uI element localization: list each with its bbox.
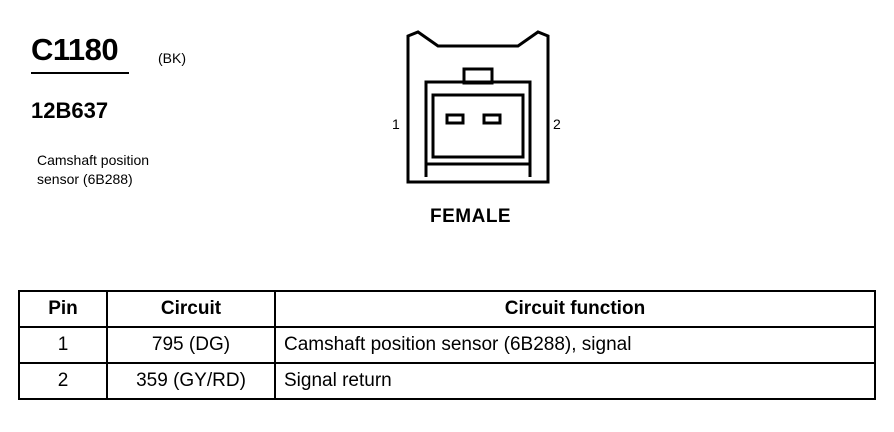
table-row: 1 795 (DG) Camshaft position sensor (6B2… bbox=[18, 326, 876, 364]
function-cell: Camshaft position sensor (6B288), signal bbox=[274, 326, 876, 364]
header-circuit: Circuit bbox=[106, 290, 276, 328]
terminal-block-inner bbox=[431, 93, 525, 159]
header-pin: Pin bbox=[18, 290, 108, 328]
table-header-row: Pin Circuit Circuit function bbox=[18, 290, 876, 328]
table-row: 2 359 (GY/RD) Signal return bbox=[18, 362, 876, 400]
connector-housing-outline bbox=[406, 30, 550, 184]
view-label: FEMALE bbox=[430, 206, 512, 227]
connector-id-underline bbox=[31, 72, 129, 74]
function-cell: Signal return bbox=[274, 362, 876, 400]
description-line-1: Camshaft position bbox=[37, 152, 150, 168]
terminal-block bbox=[424, 80, 532, 166]
pin-cell: 2 bbox=[18, 362, 108, 400]
circuit-cell: 359 (GY/RD) bbox=[106, 362, 276, 400]
pin-cell: 1 bbox=[18, 326, 108, 364]
part-number: 12B637 bbox=[31, 98, 109, 123]
pin-label-1: 1 bbox=[392, 116, 400, 132]
connector-base-step bbox=[424, 164, 532, 177]
connector-description: Camshaft position sensor (6B288) bbox=[37, 151, 149, 189]
terminal-2 bbox=[482, 113, 502, 125]
description-line-2: sensor (6B288) bbox=[37, 171, 133, 187]
connector-face-diagram: 1 2 bbox=[392, 30, 561, 184]
pin-label-2: 2 bbox=[553, 116, 561, 132]
header-circuit-function: Circuit function bbox=[274, 290, 876, 328]
terminal-1 bbox=[445, 113, 465, 125]
pinout-table: Pin Circuit Circuit function 1 795 (DG) … bbox=[18, 290, 876, 400]
connector-id: C1180 bbox=[31, 32, 119, 67]
circuit-cell: 795 (DG) bbox=[106, 326, 276, 364]
connector-color-code: (BK) bbox=[158, 50, 186, 66]
